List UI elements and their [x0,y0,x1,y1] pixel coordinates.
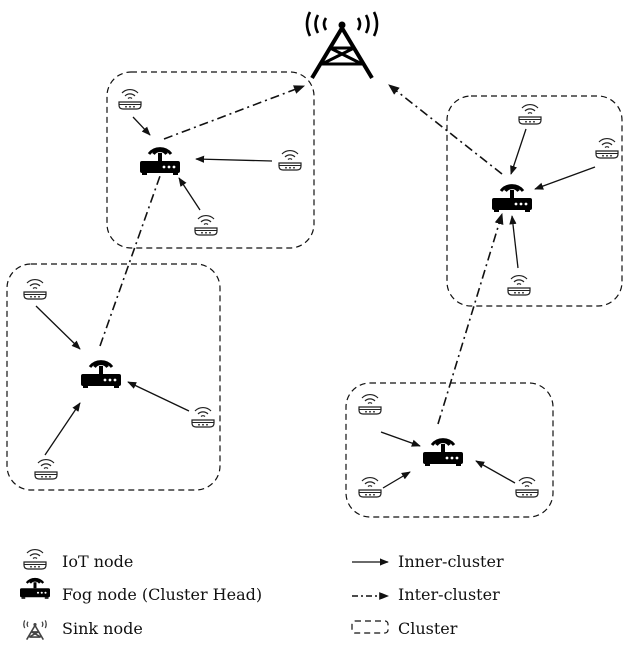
inner-cluster-link [534,166,596,190]
cluster-boundary [6,263,221,491]
legend-inner: Inner-cluster [352,552,504,571]
router-icon [79,360,123,390]
legend-sink: Sink node [23,619,143,641]
legend-cluster-label: Cluster [398,619,458,638]
inner-cluster-link [127,381,190,412]
antenna-tower-icon [305,11,379,80]
inter-cluster-link [437,212,504,425]
legend-iot-label: IoT node [62,552,133,571]
iot-sensor-icon [518,103,542,125]
inner-cluster-link [178,177,201,211]
legend-inter: Inter-cluster [352,585,500,604]
inner-cluster-link [44,402,81,456]
legend-sink-label: Sink node [62,619,143,638]
iot-sensor-icon [23,548,47,570]
cluster-boundary [446,95,623,307]
cluster-boundary [106,71,315,249]
legend-inner-label: Inner-cluster [398,552,504,571]
inner-cluster-link [195,155,273,163]
iot-sensor-icon [191,406,215,428]
iot-sensor-icon [34,458,58,480]
legend-iot: IoT node [23,548,133,571]
inner-cluster-link [380,431,421,447]
legend-fog-label: Fog node (Cluster Head) [62,585,262,604]
router-icon [421,438,465,468]
legend-inter-label: Inter-cluster [398,585,500,604]
router-icon [18,577,52,600]
inner-cluster-link [475,460,516,484]
iot-sensor-icon [507,274,531,296]
legend: IoT node Fog node (Cluster Head) Sink no… [18,548,504,641]
inner-cluster-link [132,116,151,136]
inner-cluster-link [509,215,519,269]
iot-sensor-icon [194,214,218,236]
sink-node [305,11,379,80]
legend-cluster: Cluster [351,619,458,638]
iot-sensor-icon [515,476,539,498]
iot-sensor-icon [278,149,302,171]
iot-sensor-icon [358,393,382,415]
inner-cluster-link [35,305,81,350]
iot-sensor-icon [23,278,47,300]
inner-cluster-link [510,128,527,175]
antenna-tower-icon [23,620,47,641]
router-icon [138,147,182,177]
inter-cluster-link [99,175,161,347]
inter-cluster-link [388,84,503,175]
router-icon [490,184,534,214]
inter-cluster-link [163,85,306,140]
iot-sensor-icon [595,137,619,159]
iot-sensor-icon [118,88,142,110]
iot-sensor-icon [358,476,382,498]
inner-cluster-link [382,471,411,489]
legend-fog: Fog node (Cluster Head) [18,577,262,604]
